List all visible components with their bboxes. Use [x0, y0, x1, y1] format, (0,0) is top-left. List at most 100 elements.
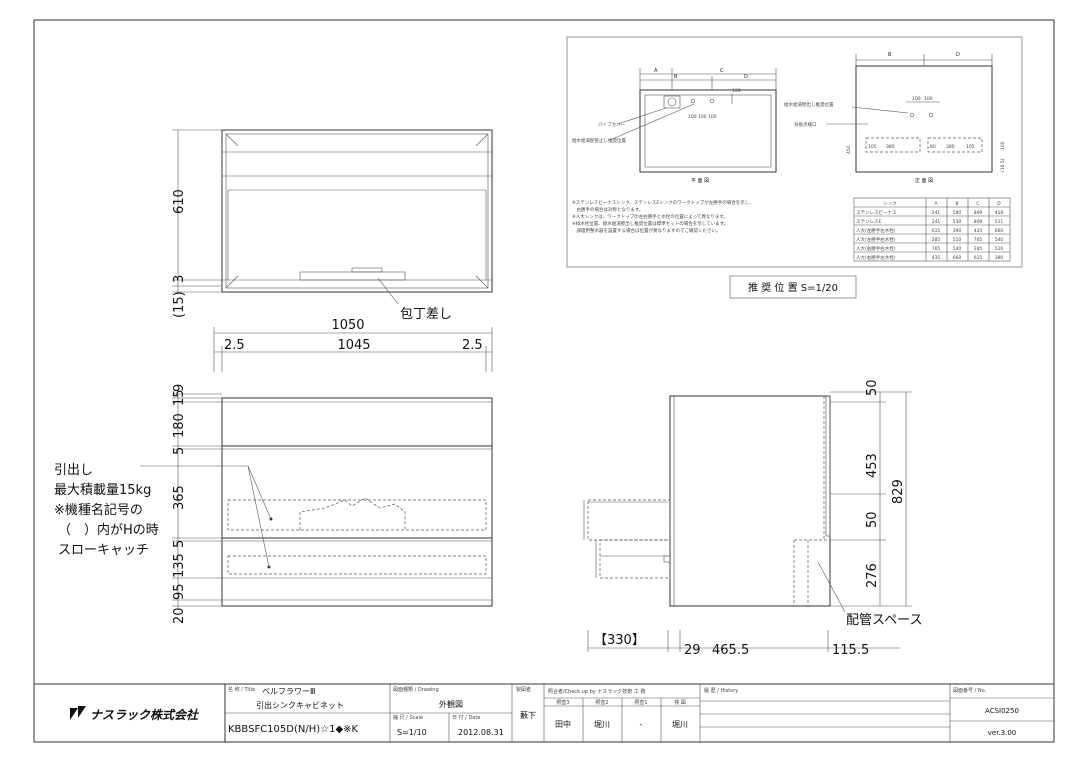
dim-2-5-right: 2.5: [462, 338, 483, 353]
drawer-note-2: 最大積載量15kg: [54, 483, 151, 498]
elev-dim-16-5: (16.5): [1000, 158, 1006, 172]
rec-note-2: 右勝手の場合は対称となります。: [572, 206, 643, 213]
rec-note-4: ※排水栓位置、給水給湯壁出し推奨位置は標準セットの場合を示しています。: [572, 220, 728, 227]
plan-callout-supply: 給水給湯配管止し推奨位置: [572, 137, 626, 144]
dim-1050: 1050: [331, 318, 364, 333]
table-cell: 539: [953, 219, 962, 225]
side-view: 配管スペース 50 453 50 276 829 【330】 29 465.5 …: [583, 379, 922, 658]
table-header: C: [976, 201, 979, 207]
rec-note-1: ※ステンレスビーナスシンク、ステンレスEシンクのワークトップが左勝手の場合を示し…: [572, 199, 754, 206]
plan-dim-B: B: [674, 74, 678, 80]
table-cell: 765: [974, 237, 983, 243]
elev-dim-B: B: [888, 52, 892, 58]
date-value: 2012.08.31: [458, 728, 504, 737]
table-cell: ステンレスビーナス: [856, 209, 897, 216]
plan-dim-100a: 100: [732, 88, 741, 94]
rec-note-5: 調理用整水器を設置する場合は位置が異なりますのでご確認ください。: [572, 227, 721, 234]
recommended-caption-box: [729, 275, 857, 299]
table-cell: 人大(右勝手左水栓): [856, 254, 896, 261]
elev-dim-100a: 100: [912, 96, 921, 102]
dim-465-5: 465.5: [712, 643, 749, 658]
table-cell: 241: [932, 210, 941, 216]
table-cell: 285: [974, 246, 983, 252]
elev-dim-105a: 105: [868, 144, 877, 150]
table-header: D: [997, 201, 1001, 207]
dim-115-5: 115.5: [832, 643, 869, 658]
rec-note-3: ※人大シンクは、ワークトップの左右勝手と水栓の位置によって異なります。: [572, 213, 728, 220]
table-cell: 765: [932, 246, 941, 252]
table-cell: 809: [974, 210, 983, 216]
drawer-front-view: 引出し 最大積載量15kg ※機種名記号の （ ）内がHの時 スローキャッチ 9…: [54, 384, 493, 624]
dim-330: 【330】: [594, 633, 645, 648]
checker: -: [640, 720, 643, 729]
dim-29: 29: [684, 643, 701, 658]
title-name-label: 名 称 / Title: [228, 686, 255, 693]
elev-dim-450: 450: [846, 145, 852, 154]
table-cell: ステンレスE: [856, 219, 881, 225]
checker: 堀川: [594, 720, 610, 729]
plan-dim-C: C: [720, 68, 724, 74]
company-name: ナスラック株式会社: [90, 708, 200, 722]
title-name-sub: 引出シンクキャビネット: [256, 700, 344, 710]
check-sub: 照査2: [595, 699, 608, 706]
check-sub: 照査3: [556, 699, 569, 706]
dim-276: 276: [865, 563, 880, 588]
dim-829: 829: [891, 479, 906, 504]
table-cell: 435: [932, 255, 941, 261]
date-label: 日 付 / Date: [452, 714, 480, 721]
dim-3: 3: [172, 275, 187, 283]
table-header: A: [934, 201, 938, 207]
table-cell: 510: [953, 237, 962, 243]
plan-view-label: 平 面 図: [691, 178, 709, 184]
drawer-note-1: 引出し: [54, 463, 93, 478]
knife-slot-callout: 包丁差し: [400, 307, 452, 322]
drawing-no-label: 図面番号 / No.: [953, 687, 987, 694]
table-cell: 285: [932, 237, 941, 243]
dim-50b: 50: [865, 511, 880, 528]
checker: 堀川: [672, 720, 688, 729]
elev-dim-100b: 100: [924, 96, 933, 102]
dim-5b: 5: [172, 540, 187, 548]
dim-365: 365: [172, 485, 187, 510]
dim-50a: 50: [865, 379, 880, 396]
table-cell: 人大(右勝手右水栓): [856, 245, 896, 252]
table-cell: 580: [953, 210, 962, 216]
plan-dim-A: A: [654, 68, 658, 74]
drawing-type-label: 図面種類 / Drawing: [393, 686, 439, 693]
table-cell: 418: [995, 210, 1004, 216]
dim-15: (15): [172, 291, 187, 318]
elev-dim-380a: 380: [886, 144, 895, 150]
company-logo: ナスラック株式会社: [70, 706, 200, 722]
version: ver.3.00: [988, 729, 1017, 737]
scale-value: S=1/10: [397, 728, 427, 737]
table-cell: 540: [995, 237, 1004, 243]
dim-5a: 5: [172, 447, 187, 455]
elev-callout-supply: 給水給湯壁出し推奨位置: [784, 101, 834, 108]
drafter-value: 藪下: [520, 710, 536, 720]
table-cell: 615: [932, 228, 941, 234]
title-block: ナスラック株式会社 名 称 / Title ベルフラワーⅢ 引出シンクキャビネッ…: [33, 683, 1055, 743]
scale-label: 縮 尺 / Scale: [393, 714, 423, 721]
recommended-position-inset: A B C D 100 100 100 100 パイプカバー 給水給湯配管止し推…: [566, 36, 1023, 268]
elev-callout-panel: 背板点検口: [794, 121, 817, 128]
table-cell: 540: [953, 246, 962, 252]
dim-135: 135: [172, 553, 187, 578]
plan-callout-pipe-cover: パイプカバー: [598, 122, 625, 128]
dim-180: 180: [172, 413, 187, 438]
drawing-type: 外観図: [439, 699, 463, 709]
drawer-note-4: （ ）内がHの時: [58, 522, 159, 538]
drafter-label: 製図者: [516, 686, 531, 693]
dim-20: 20: [172, 607, 187, 624]
table-cell: 615: [974, 255, 983, 261]
table-cell: 241: [932, 219, 941, 225]
check-sub: 照査1: [634, 699, 647, 706]
table-header: シンク: [883, 201, 897, 207]
plan-dim-100d: 100: [708, 114, 717, 120]
check-sub: 検 図: [674, 699, 686, 706]
dim-95: 95: [172, 583, 187, 600]
table-cell: 660: [953, 255, 962, 261]
check-label: 照合者/Check up by ナスラック技術 工 務: [548, 688, 646, 695]
plan-dim-100c: 100: [698, 114, 707, 120]
table-cell: 人大(左勝手左水栓): [856, 227, 896, 234]
drawer-note-5: スローキャッチ: [58, 543, 149, 558]
